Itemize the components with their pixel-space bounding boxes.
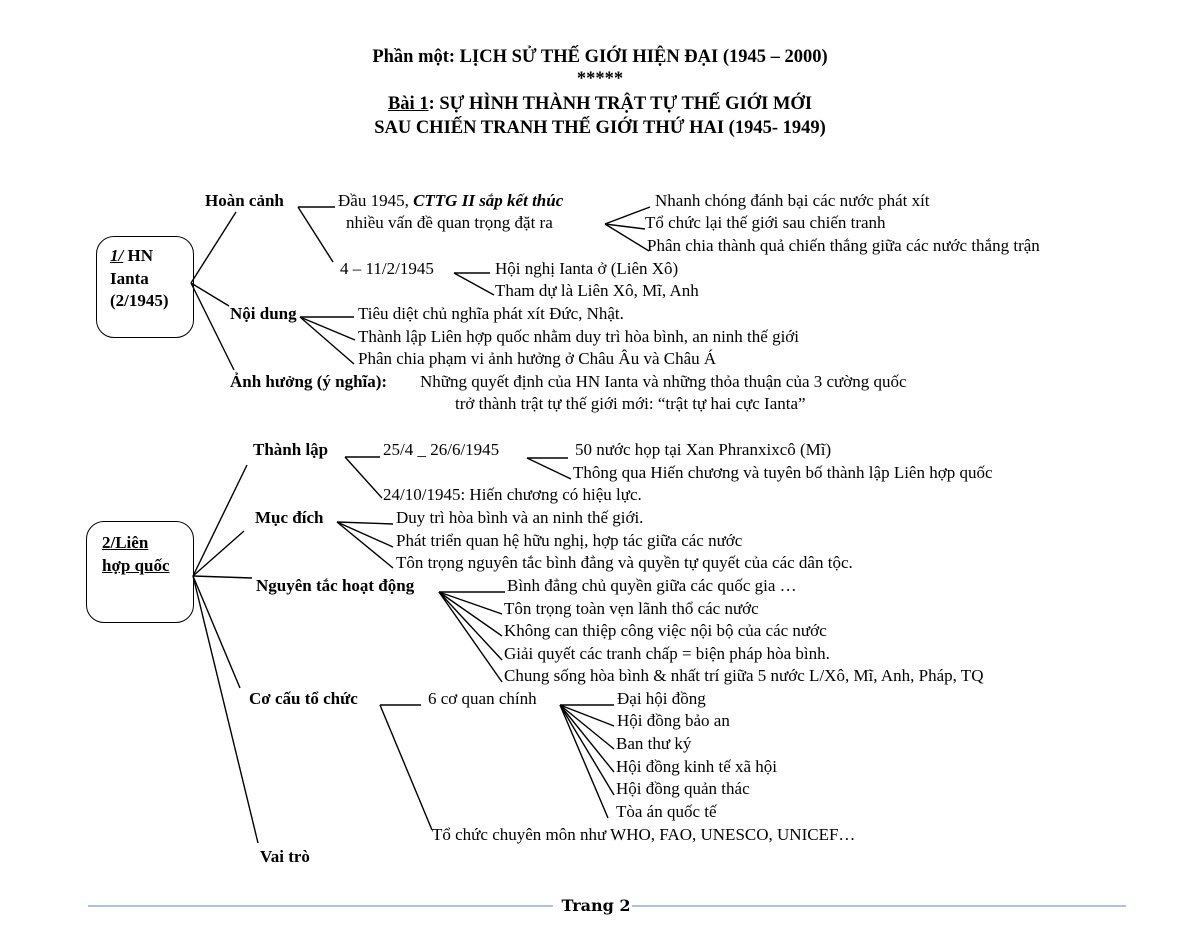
lesson-title-text: : SỰ HÌNH THÀNH TRẬT TỰ THẾ GIỚI MỚI (428, 94, 813, 114)
organ-item: Tòa án quốc tế (616, 802, 717, 821)
organ-item: Đại hội đồng (617, 689, 706, 708)
topic-line1: 2/Liên (102, 533, 149, 552)
branch-nguyen-tac: Nguyên tắc hoạt động (256, 576, 415, 595)
main-organs: 6 cơ quan chính (428, 689, 537, 708)
problem-item: Tổ chức lại thế giới sau chiến tranh (645, 213, 886, 232)
organ-item: Hội đồng kinh tế xã hội (616, 757, 778, 776)
problem-item: Phân chia thành quả chiến thắng giữa các… (647, 236, 1040, 255)
lesson-label: Bài 1 (387, 94, 429, 114)
purpose-item: Tôn trọng nguyên tắc bình đẳng và quyền … (396, 553, 853, 572)
topic-box-yalta (96, 236, 194, 338)
founding-item: 50 nước họp tại Xan Phranxixcô (Mĩ) (575, 440, 832, 459)
founding-item: Thông qua Hiến chương và tuyên bố thành … (573, 463, 993, 482)
branch-muc-dich: Mục đích (255, 508, 324, 527)
conference-item: Tham dự là Liên Xô, Mĩ, Anh (495, 281, 699, 300)
branch-noi-dung: Nội dung (230, 304, 297, 323)
context-line2: nhiều vấn đề quan trọng đặt ra (346, 213, 553, 232)
principle-item: Bình đẳng chủ quyền giữa các quốc gia … (507, 576, 797, 595)
topic-line1: HN (123, 246, 153, 265)
founding-date: 25/4 _ 26/6/1945 (383, 440, 500, 459)
context-emphasis: CTTG II sắp kết thúc (413, 191, 564, 210)
branch-co-cau: Cơ cấu tổ chức (249, 689, 358, 708)
context-date: Đầu 1945, (338, 191, 414, 210)
lesson-title-line1: Bài 1: SỰ HÌNH THÀNH TRẬT TỰ THẾ GIỚI MỚ… (0, 92, 1200, 116)
topic-box-un (86, 521, 194, 623)
principle-item: Tôn trọng toàn vẹn lãnh thổ các nước (504, 599, 759, 618)
page-number: Trang 2 (561, 896, 631, 915)
purpose-item: Duy trì hòa bình và an ninh thế giới. (396, 508, 644, 527)
conference-date: 4 – 11/2/1945 (340, 259, 434, 278)
topic-number: 1/ (110, 246, 124, 265)
organ-item: Hội đồng quản thác (616, 779, 750, 798)
principle-item: Giải quyết các tranh chấp = biện pháp hò… (504, 644, 830, 663)
organ-item: Ban thư ký (616, 734, 692, 753)
topic-line3: (2/1945) (110, 291, 169, 310)
purpose-item: Phát triển quan hệ hữu nghị, hợp tác giữ… (396, 531, 743, 550)
specialized-agencies: Tổ chức chuyên môn như WHO, FAO, UNESCO,… (432, 825, 856, 844)
context-line1: Đầu 1945, CTTG II sắp kết thúc (338, 190, 563, 212)
content-item: Thành lập Liên hợp quốc nhằm duy trì hòa… (358, 327, 800, 346)
principle-item: Chung sống hòa bình & nhất trí giữa 5 nư… (504, 666, 984, 685)
content-item: Phân chia phạm vi ảnh hưởng ở Châu Âu và… (358, 349, 717, 368)
lesson-title-line2: SAU CHIẾN TRANH THẾ GIỚI THỨ HAI (1945- … (374, 118, 826, 138)
topic-line2: Ianta (110, 268, 149, 288)
branch-hoan-canh: Hoàn cảnh (205, 191, 284, 210)
part-title: Phần một: LỊCH SỬ THẾ GIỚI HIỆN ĐẠI (194… (372, 47, 828, 67)
topic-un-label: 2/Liên hợp quốc (102, 532, 170, 577)
organ-item: Hội đồng bảo an (617, 711, 730, 730)
charter-effective: 24/10/1945: Hiến chương có hiệu lực. (383, 485, 642, 504)
principle-item: Không can thiệp công việc nội bộ của các… (504, 621, 827, 640)
branch-vai-tro: Vai trò (260, 847, 310, 866)
branch-thanh-lap: Thành lập (253, 440, 329, 459)
branch-anh-huong: Ảnh hưởng (ý nghĩa): (230, 372, 388, 391)
topic-yalta-label: 1/ HN Ianta (2/1945) (110, 245, 169, 313)
content-item: Tiêu diệt chủ nghĩa phát xít Đức, Nhật. (358, 304, 624, 323)
topic-line2: hợp quốc (102, 555, 170, 575)
stars-divider: ***** (576, 69, 624, 89)
conference-item: Hội nghị Ianta ở (Liên Xô) (495, 259, 679, 278)
impact-line1: Những quyết định của HN Ianta và những t… (420, 372, 907, 391)
problem-item: Nhanh chóng đánh bại các nước phát xít (655, 191, 930, 210)
impact-line2: trở thành trật tự thế giới mới: “trật tự… (455, 394, 806, 413)
